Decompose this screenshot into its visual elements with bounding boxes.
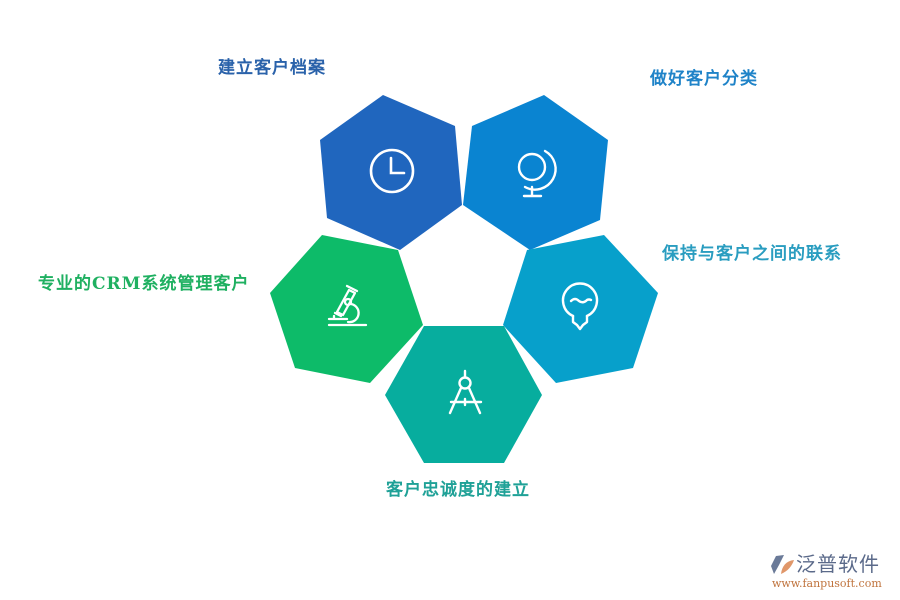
compass-icon bbox=[448, 369, 483, 415]
hexagon-shape bbox=[385, 326, 542, 463]
brand-logo: 泛普软件 www.fanpusoft.com bbox=[768, 552, 896, 594]
microscope-icon bbox=[327, 284, 368, 327]
hexagon-classify bbox=[463, 95, 608, 250]
label-build-profile: 建立客户档案 bbox=[218, 58, 326, 78]
brand-name: 泛普软件 bbox=[796, 552, 880, 576]
label-keep-contact: 保持与客户之间的联系 bbox=[662, 244, 842, 264]
globe-icon bbox=[517, 149, 557, 198]
lightbulb-icon bbox=[561, 282, 599, 331]
clock-icon bbox=[369, 148, 415, 194]
hexagon-loyalty bbox=[385, 326, 542, 463]
label-loyalty: 客户忠诚度的建立 bbox=[386, 480, 530, 500]
hexagon-keep-contact bbox=[503, 235, 658, 383]
hexagon-crm bbox=[270, 235, 423, 383]
label-crm: 专业的CRM系统管理客户 bbox=[38, 274, 250, 294]
hexagon-shape bbox=[503, 235, 658, 383]
label-classify: 做好客户分类 bbox=[650, 69, 758, 89]
hexagon-build-profile bbox=[320, 95, 462, 250]
hexagon-shape bbox=[463, 95, 608, 250]
brand-url: www.fanpusoft.com bbox=[772, 577, 882, 590]
fanpu-logo-icon bbox=[771, 555, 794, 574]
